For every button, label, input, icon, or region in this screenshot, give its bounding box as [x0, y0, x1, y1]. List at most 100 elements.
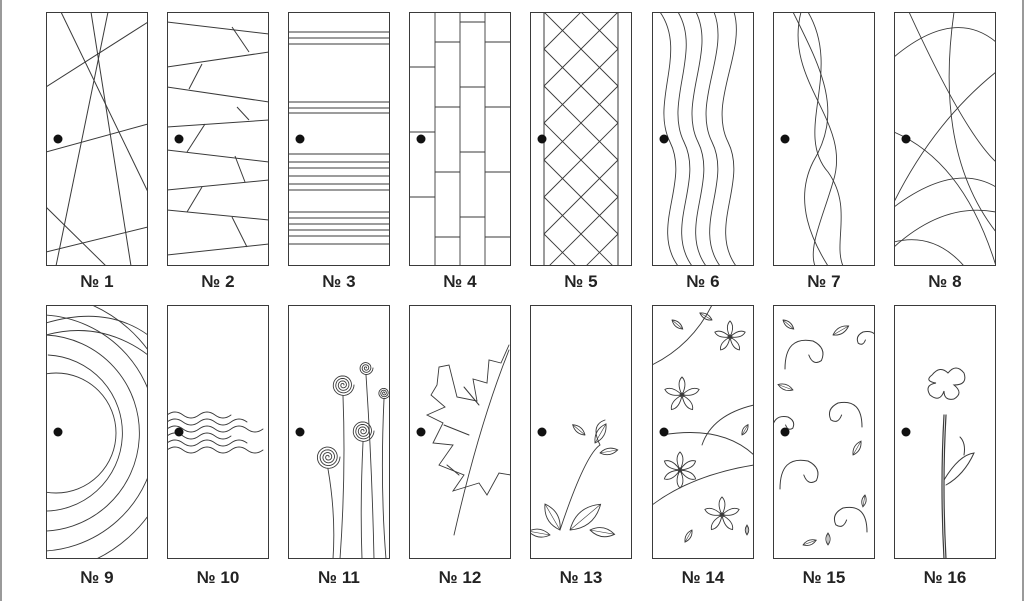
door-handle-icon — [53, 134, 63, 144]
pattern-curve — [856, 331, 875, 345]
pattern-line — [572, 424, 586, 436]
door-panel-drawing — [46, 305, 148, 559]
pattern-line — [684, 529, 693, 543]
pattern-line — [167, 51, 269, 68]
pattern-curve — [167, 439, 248, 447]
door-design-6[interactable] — [652, 12, 754, 266]
flower-center — [679, 392, 685, 398]
pattern-single-flower — [927, 367, 975, 559]
door-design-2[interactable] — [167, 12, 269, 266]
pattern-curve — [726, 320, 734, 338]
door-design-16[interactable] — [894, 305, 996, 559]
pattern-line — [167, 119, 269, 128]
door-design-8[interactable] — [894, 12, 996, 266]
pattern-curve — [360, 441, 364, 559]
pattern-line — [671, 319, 683, 330]
pattern-curve — [959, 436, 965, 456]
pattern-curve — [316, 446, 341, 469]
door-panel-drawing — [167, 305, 269, 559]
pattern-curve — [784, 339, 824, 370]
pattern-curve — [894, 27, 996, 58]
door-handle-icon — [416, 427, 426, 437]
left-frame-edge — [0, 0, 2, 601]
pattern-curve — [327, 468, 335, 559]
pattern-line — [543, 12, 582, 50]
pattern-line — [862, 494, 866, 507]
door-handle-icon — [174, 427, 184, 437]
design-number-label: № 15 — [802, 568, 846, 587]
pattern-line — [186, 186, 203, 213]
door-design-10[interactable] — [167, 305, 269, 559]
door-panel-drawing — [409, 12, 511, 266]
door-design-1[interactable] — [46, 12, 148, 266]
pattern-line — [544, 503, 561, 531]
door-design-9[interactable] — [46, 305, 148, 559]
door-panel-drawing — [288, 12, 390, 266]
door-panel-drawing — [652, 12, 754, 266]
pattern-line — [530, 531, 551, 536]
door-outline — [773, 305, 875, 559]
pattern-curve — [46, 315, 148, 336]
flower-center — [727, 334, 733, 340]
door-handle-icon — [53, 427, 63, 437]
door-panel-drawing — [894, 12, 996, 266]
pattern-curve — [729, 336, 740, 351]
pattern-line — [699, 312, 713, 321]
door-handle-icon — [295, 134, 305, 144]
design-number-label: № 1 — [80, 272, 114, 291]
pattern-line — [46, 226, 148, 253]
pattern-curve — [678, 376, 686, 396]
pattern-curve — [46, 354, 123, 512]
door-design-5[interactable] — [530, 12, 632, 266]
pattern-line — [543, 233, 577, 266]
pattern-line — [852, 440, 862, 456]
door-handle-icon — [901, 134, 911, 144]
pattern-curve — [908, 12, 996, 163]
door-design-11[interactable] — [288, 305, 390, 559]
door-design-15[interactable] — [773, 305, 875, 559]
door-design-13[interactable] — [530, 305, 632, 559]
pattern-curve — [773, 416, 795, 430]
pattern-curve — [167, 411, 232, 419]
door-handle-icon — [174, 134, 184, 144]
pattern-curve — [832, 325, 850, 336]
door-handle-icon — [901, 427, 911, 437]
pattern-curve — [663, 460, 681, 471]
pattern-curve — [46, 330, 148, 356]
door-outline — [46, 305, 148, 559]
pattern-curve — [425, 344, 511, 496]
pattern-curve — [802, 539, 817, 546]
pattern-curve — [720, 336, 731, 351]
pattern-curve — [705, 12, 721, 266]
pattern-curve — [46, 334, 140, 532]
pattern-curve — [679, 469, 697, 480]
door-design-3[interactable] — [288, 12, 390, 266]
pattern-curve — [167, 418, 248, 426]
pattern-curve — [792, 12, 829, 266]
door-outline — [409, 12, 511, 266]
door-handle-icon — [537, 427, 547, 437]
pattern-curve — [332, 375, 355, 396]
pattern-twisted-strands — [792, 12, 844, 266]
pattern-curve — [167, 425, 264, 433]
pattern-curve — [339, 395, 345, 559]
pattern-curve — [352, 421, 375, 442]
pattern-curve — [572, 424, 586, 436]
pattern-curve — [90, 305, 148, 559]
flower-center — [677, 467, 683, 473]
pattern-line — [741, 424, 749, 436]
pattern-line — [569, 504, 601, 531]
door-design-7[interactable] — [773, 12, 875, 266]
design-number-label: № 4 — [443, 272, 477, 291]
door-handle-icon — [416, 134, 426, 144]
pattern-curve — [443, 424, 470, 436]
pattern-line — [188, 63, 203, 90]
pattern-line — [548, 196, 619, 266]
door-design-4[interactable] — [409, 12, 511, 266]
pattern-curve — [894, 239, 965, 266]
door-design-12[interactable] — [409, 305, 511, 559]
pattern-line — [167, 209, 269, 221]
door-design-14[interactable] — [652, 305, 754, 559]
design-number-label: № 16 — [923, 568, 967, 587]
